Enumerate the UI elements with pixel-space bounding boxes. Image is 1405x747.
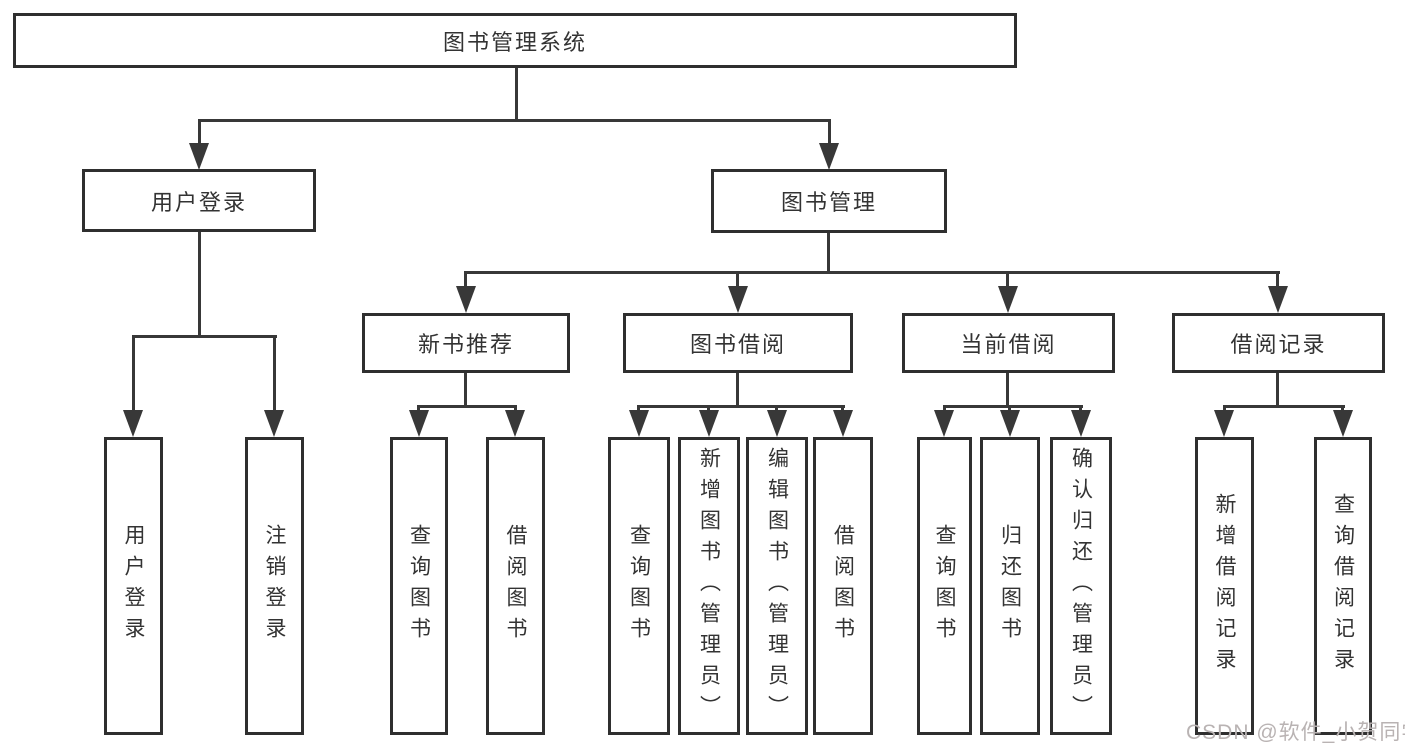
connector-line	[828, 121, 831, 145]
leaf-add-borrow-record-label: 新增借阅记录	[1213, 493, 1236, 679]
connector-line	[827, 233, 830, 273]
connector-line	[132, 335, 277, 338]
leaf-return-books: 归还图书	[980, 437, 1040, 735]
arrowhead-down-icon	[264, 410, 284, 437]
connector-line	[464, 273, 467, 288]
node-current-borrowing: 当前借阅	[902, 313, 1115, 373]
leaf-confirm-return-admin: 确认归还（管理员）	[1050, 437, 1112, 735]
arrowhead-down-icon	[456, 286, 476, 313]
leaf-query-borrow-record-label: 查询借阅记录	[1331, 493, 1355, 679]
connector-line	[1276, 273, 1279, 288]
arrowhead-down-icon	[1333, 410, 1353, 437]
node-borrowing-records: 借阅记录	[1172, 313, 1385, 373]
connector-line	[736, 273, 739, 288]
leaf-borrowing-borrow-books: 借阅图书	[813, 437, 873, 735]
leaf-logout: 注销登录	[245, 437, 304, 735]
arrowhead-down-icon	[728, 286, 748, 313]
leaf-recommend-query-books-label: 查询图书	[407, 524, 431, 648]
leaf-current-query-books: 查询图书	[917, 437, 972, 735]
connector-line	[736, 373, 739, 407]
arrowhead-down-icon	[1214, 410, 1234, 437]
connector-line	[464, 373, 467, 407]
arrowhead-down-icon	[699, 410, 719, 437]
leaf-return-books-label: 归还图书	[998, 524, 1022, 648]
arrowhead-down-icon	[629, 410, 649, 437]
arrowhead-down-icon	[1071, 410, 1091, 437]
leaf-current-query-books-label: 查询图书	[933, 524, 956, 648]
connector-line	[132, 337, 135, 412]
connector-line	[515, 68, 518, 121]
connector-line	[1276, 373, 1279, 407]
node-root-label: 图书管理系统	[442, 29, 587, 55]
leaf-add-books-admin: 新增图书（管理员）	[678, 437, 740, 735]
leaf-confirm-return-admin-label: 确认归还（管理员）	[1069, 446, 1093, 726]
node-current-borrowing-label: 当前借阅	[960, 332, 1057, 357]
connector-line	[943, 405, 1083, 408]
leaf-recommend-query-books: 查询图书	[390, 437, 448, 735]
leaf-recommend-borrow-books: 借阅图书	[486, 437, 545, 735]
node-borrowing-records-label: 借阅记录	[1230, 332, 1327, 357]
arrowhead-down-icon	[505, 410, 525, 437]
arrowhead-down-icon	[934, 410, 954, 437]
arrowhead-down-icon	[123, 410, 143, 437]
node-root: 图书管理系统	[13, 13, 1017, 68]
leaf-borrowing-query-books: 查询图书	[608, 437, 670, 735]
node-user-login-label: 用户登录	[150, 189, 247, 215]
leaf-add-borrow-record: 新增借阅记录	[1195, 437, 1254, 735]
leaf-add-books-admin-label: 新增图书（管理员）	[697, 446, 721, 726]
leaf-edit-books-admin: 编辑图书（管理员）	[746, 437, 808, 735]
node-new-book-recommend: 新书推荐	[362, 313, 570, 373]
leaf-query-borrow-record: 查询借阅记录	[1314, 437, 1372, 735]
leaf-user-login: 用户登录	[104, 437, 163, 735]
arrowhead-down-icon	[189, 143, 209, 170]
leaf-edit-books-admin-label: 编辑图书（管理员）	[765, 446, 789, 726]
arrowhead-down-icon	[998, 286, 1018, 313]
connector-line	[198, 119, 831, 122]
node-new-book-recommend-label: 新书推荐	[417, 332, 514, 357]
node-book-management: 图书管理	[711, 169, 947, 233]
arrowhead-down-icon	[409, 410, 429, 437]
connector-line	[417, 405, 517, 408]
leaf-logout-label: 注销登录	[263, 524, 286, 648]
connector-line	[1223, 405, 1345, 408]
connector-line	[1006, 273, 1009, 288]
arrowhead-down-icon	[1268, 286, 1288, 313]
leaf-user-login-label: 用户登录	[122, 524, 145, 648]
connector-line	[273, 337, 276, 412]
connector-line	[637, 405, 845, 408]
csdn-watermark: CSDN @软件_小贺同学	[1186, 721, 1405, 744]
arrowhead-down-icon	[767, 410, 787, 437]
connector-line	[198, 121, 201, 145]
leaf-borrowing-query-books-label: 查询图书	[627, 524, 651, 648]
connector-line	[198, 232, 201, 335]
arrowhead-down-icon	[833, 410, 853, 437]
node-book-management-label: 图书管理	[780, 190, 877, 215]
connector-line	[1006, 373, 1009, 407]
leaf-recommend-borrow-books-label: 借阅图书	[504, 524, 527, 648]
leaf-borrowing-borrow-books-label: 借阅图书	[831, 524, 855, 648]
connector-line	[464, 271, 1280, 274]
node-user-login: 用户登录	[82, 169, 316, 232]
arrowhead-down-icon	[819, 143, 839, 170]
node-book-borrowing-label: 图书借阅	[689, 332, 786, 357]
node-book-borrowing: 图书借阅	[623, 313, 853, 373]
arrowhead-down-icon	[1000, 410, 1020, 437]
